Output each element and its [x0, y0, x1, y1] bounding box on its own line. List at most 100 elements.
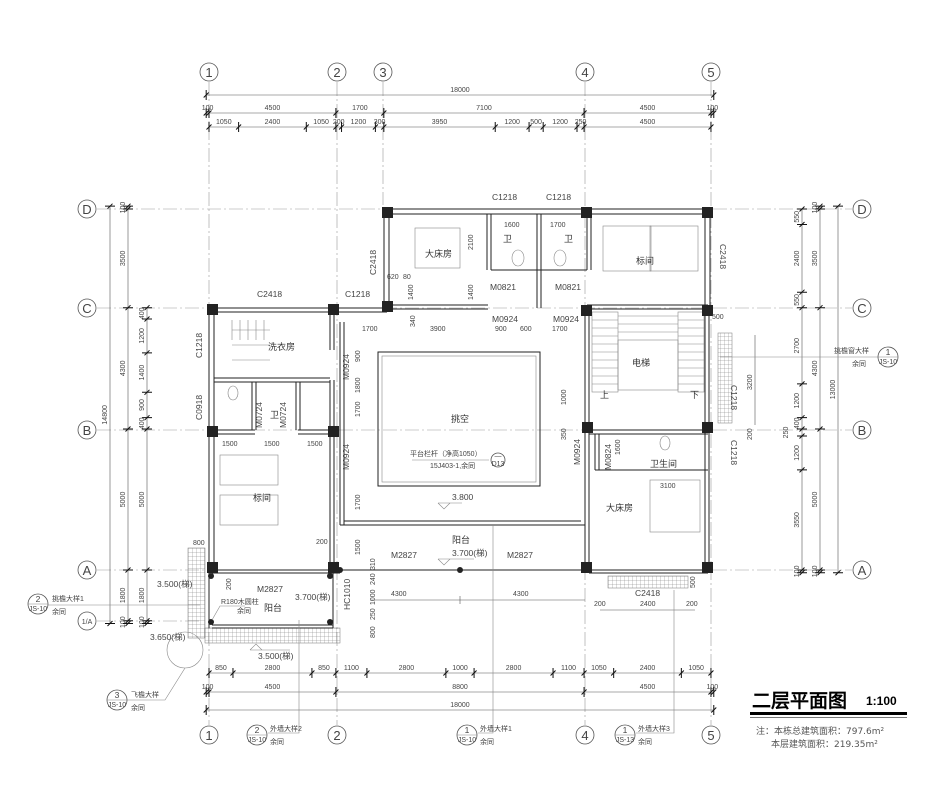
- svg-text:M2827: M2827: [391, 550, 417, 560]
- svg-text:余同: 余同: [52, 607, 66, 616]
- svg-text:C0918: C0918: [194, 395, 204, 420]
- svg-text:2: 2: [255, 725, 260, 735]
- railing-note: 平台栏杆（净高1050） 15J403-1,余同 — D13: [410, 449, 506, 470]
- svg-text:3200: 3200: [747, 374, 754, 390]
- dim-tick: [206, 108, 212, 118]
- svg-text:2: 2: [333, 728, 340, 743]
- dim-value: 100: [120, 616, 127, 628]
- dim-tick: [471, 668, 477, 678]
- svg-text:JS-10: JS-10: [248, 737, 266, 744]
- dim-tick: [142, 617, 152, 624]
- detail-callout-wall-2: 2 JS-10 外墙大样2 余同: [246, 620, 302, 746]
- dim-value: 100: [120, 202, 127, 214]
- svg-text:C1218: C1218: [345, 289, 370, 299]
- dim-value: 1200: [139, 328, 146, 344]
- dim-tick: [333, 668, 339, 678]
- dim-tick: [581, 668, 587, 678]
- svg-text:1: 1: [465, 725, 470, 735]
- dim-value: 2800: [399, 665, 415, 672]
- svg-text:D: D: [82, 202, 91, 217]
- dim-tick: [797, 426, 807, 432]
- dim-tick: [574, 122, 580, 132]
- svg-text:C1218: C1218: [729, 385, 739, 410]
- dim-value: 3550: [794, 512, 801, 528]
- svg-text:1400: 1400: [408, 284, 415, 300]
- dim-tick: [142, 426, 152, 432]
- dim-value: 18000: [450, 702, 470, 709]
- drawing-title: 二层平面图: [752, 690, 848, 712]
- dim-value: 2400: [640, 665, 656, 672]
- dim-tick: [833, 569, 843, 576]
- dim-value: 1200: [794, 393, 801, 409]
- svg-text:1800: 1800: [355, 377, 362, 393]
- svg-text:900: 900: [495, 326, 507, 333]
- dim-value: 8800: [452, 684, 468, 691]
- grid-bubble-2-bottom: 2: [327, 725, 347, 745]
- svg-text:3: 3: [379, 65, 386, 80]
- svg-text:JS-10: JS-10: [879, 359, 897, 366]
- svg-text:3900: 3900: [430, 326, 446, 333]
- svg-text:5: 5: [707, 728, 714, 743]
- svg-text:余同: 余同: [237, 606, 251, 615]
- svg-text:4300: 4300: [391, 591, 407, 598]
- dim-tick: [123, 304, 133, 311]
- svg-text:340: 340: [410, 315, 417, 327]
- dim-tick: [797, 221, 807, 228]
- grid-bubble-B-left: B: [77, 420, 97, 440]
- dim-value: 3500: [120, 250, 127, 266]
- svg-text:80: 80: [403, 274, 411, 281]
- dim-tick: [797, 206, 807, 212]
- svg-text:1700: 1700: [550, 222, 566, 229]
- room-wc-2: 卫: [564, 234, 573, 244]
- svg-text:1600: 1600: [504, 222, 520, 229]
- dim-tick: [123, 567, 133, 573]
- dim-tick: [833, 203, 843, 210]
- dim-tick: [206, 122, 212, 132]
- inner-dimensions: 1600 1700 2100 1400 620 80 1400 340 1700…: [193, 222, 756, 638]
- svg-text:200: 200: [686, 601, 698, 608]
- svg-text:M0824: M0824: [603, 444, 613, 470]
- svg-text:JS-10: JS-10: [29, 606, 47, 613]
- svg-text:M0724: M0724: [278, 402, 288, 428]
- dim-value: 100: [202, 684, 214, 691]
- dim-tick: [123, 203, 133, 210]
- dim-value: 1100: [344, 665, 359, 672]
- svg-text:C1218: C1218: [729, 440, 739, 465]
- dim-tick: [235, 122, 242, 132]
- svg-text:310: 310: [370, 558, 377, 570]
- svg-text:B: B: [83, 423, 92, 438]
- dim-tick: [142, 620, 152, 627]
- dim-value: 2700: [794, 338, 801, 354]
- svg-text:C2418: C2418: [718, 244, 728, 269]
- room-balcony-mid: 阳台: [452, 534, 470, 545]
- svg-text:C1218: C1218: [194, 333, 204, 358]
- dim-value: 100: [812, 202, 819, 214]
- dim-tick: [797, 569, 807, 576]
- svg-text:3.500(梯): 3.500(梯): [157, 579, 193, 589]
- grid-bubble-D-left: D: [77, 199, 97, 219]
- svg-text:C1218: C1218: [492, 192, 517, 202]
- grid-bubble-4-top: 4: [575, 62, 595, 82]
- column-note: R180木圆柱 余同: [211, 597, 259, 621]
- dim-value: 4300: [120, 360, 127, 376]
- dim-tick: [230, 668, 236, 678]
- dim-tick: [581, 687, 587, 697]
- svg-text:A: A: [858, 563, 867, 578]
- dim-tick: [142, 414, 152, 421]
- grid-bubble-C-left: C: [77, 298, 97, 318]
- svg-text:1400: 1400: [468, 284, 475, 300]
- svg-text:15J403-1,余同: 15J403-1,余同: [430, 461, 475, 470]
- dim-value: 100: [812, 565, 819, 577]
- dim-value: 100: [139, 616, 146, 628]
- svg-text:350: 350: [561, 428, 568, 440]
- note-floor-area: 本层建筑面积：219.35m²: [771, 740, 878, 750]
- dim-value: 1800: [139, 587, 146, 603]
- svg-text:余同: 余同: [852, 359, 866, 368]
- dim-tick: [338, 122, 345, 132]
- svg-text:1700: 1700: [552, 326, 568, 333]
- dim-value: 2400: [265, 119, 281, 126]
- dim-value: 1050: [591, 665, 607, 672]
- svg-text:1700: 1700: [355, 401, 362, 417]
- dim-tick: [526, 122, 532, 132]
